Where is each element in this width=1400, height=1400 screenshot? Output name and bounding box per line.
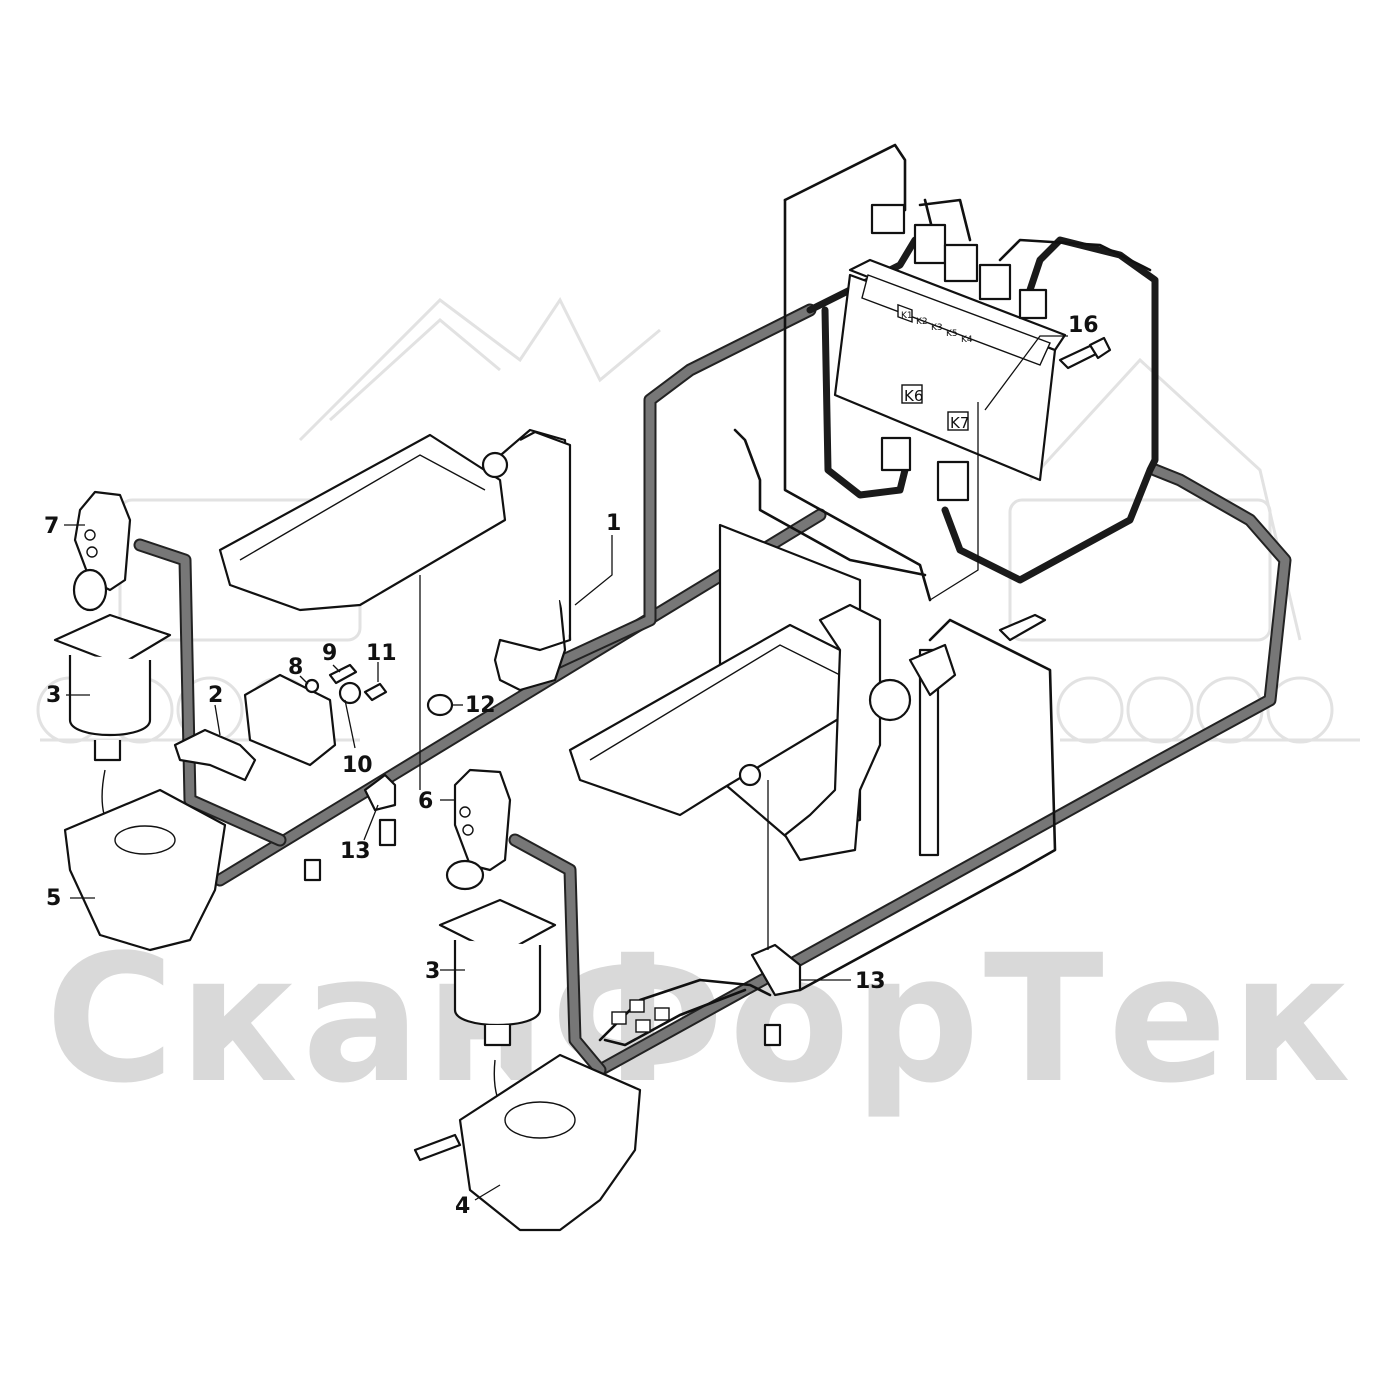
cable-clamps	[363, 773, 802, 1033]
inline-connectors	[611, 999, 670, 1033]
relay-k2: K2	[916, 317, 928, 327]
connector	[943, 243, 979, 283]
callout-10: 10	[342, 753, 373, 778]
socket-k7: K7	[950, 414, 969, 432]
leader-lines	[64, 335, 1068, 1201]
relay-k3: K3	[931, 323, 943, 333]
connector	[870, 203, 906, 235]
joystick-housing	[63, 788, 227, 952]
callout-5: 5	[46, 886, 61, 911]
washer	[304, 678, 320, 694]
callout-4: 4	[455, 1194, 470, 1219]
clamp	[338, 681, 362, 705]
callout-13-left: 13	[340, 839, 371, 864]
screw	[328, 663, 358, 685]
bracket	[243, 673, 337, 767]
screw	[363, 682, 388, 702]
cable-clip-vertical	[908, 613, 1047, 857]
cable-clamp	[363, 773, 397, 812]
connector	[880, 436, 912, 472]
handle	[173, 728, 257, 782]
control-unit: K1 K2 K3 K5 K4 K6 K7	[833, 203, 1112, 502]
ring	[426, 693, 454, 717]
connector	[936, 460, 970, 502]
callout-labels: 1 2 3 3 4 5 6 7 8 9 10 11 12 13 13 16	[44, 313, 1099, 1219]
callout-2: 2	[208, 683, 223, 708]
left-joystick	[53, 490, 227, 952]
callout-1: 1	[606, 511, 621, 536]
joystick-grip	[453, 768, 512, 872]
relay-k5: K5	[946, 329, 958, 339]
connector	[913, 223, 947, 265]
bolt	[378, 818, 397, 847]
callout-3-right: 3	[425, 959, 440, 984]
left-armrest	[218, 428, 572, 692]
joystick-grip	[73, 490, 132, 592]
callout-16: 16	[1068, 313, 1099, 338]
relay-k1: K1	[901, 311, 913, 321]
hardware-parts	[173, 663, 782, 1047]
bolt	[763, 1023, 782, 1047]
connector	[978, 263, 1012, 301]
joystick-housing	[458, 1053, 642, 1232]
bolt-head	[1088, 336, 1112, 360]
bolt	[303, 858, 322, 882]
socket-k6: K6	[904, 387, 923, 405]
callout-8: 8	[288, 655, 303, 680]
cable-clamp	[750, 943, 802, 997]
relay-row: K1 K2 K3 K5 K4	[897, 303, 973, 345]
callout-11: 11	[366, 641, 397, 666]
joystick-base	[53, 613, 172, 667]
callout-7: 7	[44, 514, 59, 539]
relay-k4: K4	[961, 335, 973, 345]
right-armrest	[568, 523, 912, 862]
control-wiring	[598, 143, 1159, 1047]
right-joystick	[413, 768, 642, 1232]
callout-6: 6	[418, 789, 433, 814]
callout-9: 9	[322, 641, 337, 666]
callout-13-right: 13	[855, 969, 886, 994]
callout-3-left: 3	[46, 683, 61, 708]
callout-12: 12	[465, 693, 496, 718]
connector	[1018, 288, 1048, 320]
